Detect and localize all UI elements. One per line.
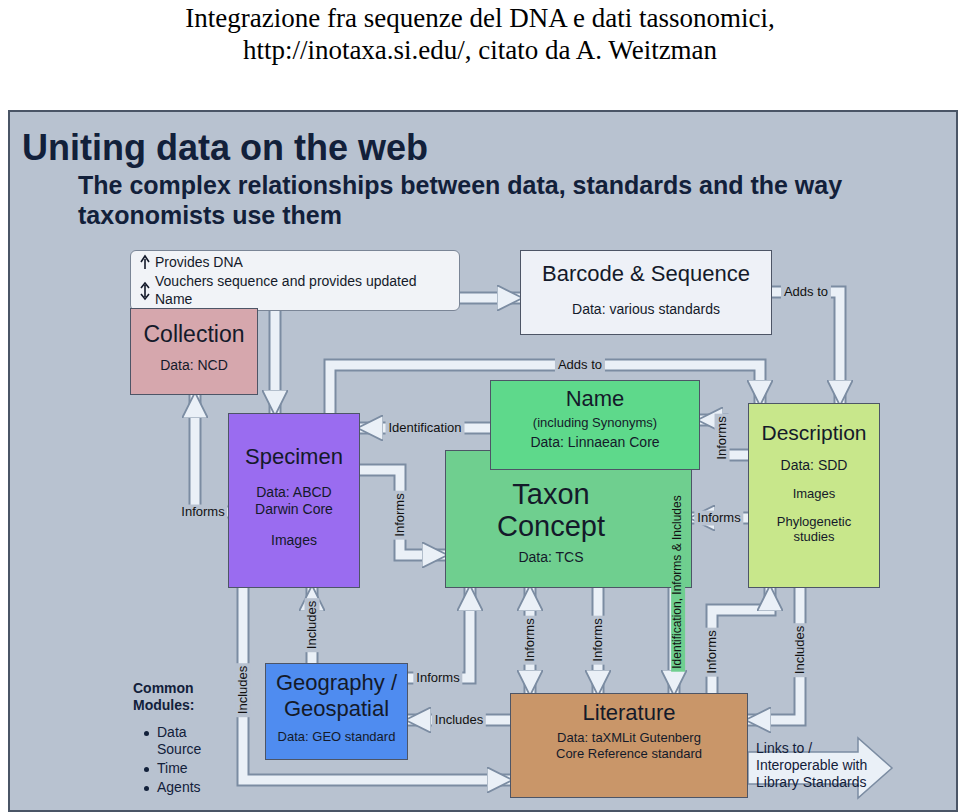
box-heading: Geography / Geospatial <box>271 670 402 723</box>
legend-text: Provides DNA <box>155 254 243 272</box>
edge-label: Informs <box>694 511 743 526</box>
edge-label: Informs <box>413 671 462 686</box>
description-box: DescriptionData: SDD ImagesPhylogenetic s… <box>748 403 880 588</box>
connector-outline <box>243 588 510 780</box>
connector-outline <box>692 512 748 525</box>
connector-body <box>408 588 470 678</box>
connector-outline <box>360 470 445 555</box>
connector-arrow <box>712 588 770 693</box>
box-detail: Data: Linnaean Core <box>530 434 659 451</box>
taxon-concept-box: Taxon ConceptData: TCS <box>445 450 692 588</box>
box-detail: (including Synonyms) <box>533 415 657 431</box>
module-item: Time <box>157 760 223 777</box>
connector-outline <box>275 298 520 413</box>
connector-outline <box>524 588 537 693</box>
link-note: Links to / Interoperable with Library St… <box>756 740 898 790</box>
edge-label: Informs <box>393 490 408 539</box>
edge-label: Informs <box>705 627 720 676</box>
edge-label: Adds to <box>781 285 831 300</box>
box-heading: Barcode & Sequence <box>542 261 750 287</box>
box-heading: Collection <box>144 321 245 349</box>
barcode-box: Barcode & SequenceData: various standard… <box>520 250 772 335</box>
geography-box: Geography / GeospatialData: GEO standard <box>265 663 408 760</box>
literature-box: LiteratureData: taXMLit Gutenberg Core R… <box>510 693 748 798</box>
arrow-glyph <box>141 256 149 269</box>
connector-arrow <box>243 588 510 780</box>
connector-outline <box>712 588 770 693</box>
connector-body <box>360 470 445 555</box>
legend-box: Provides DNAVouchers sequence and provid… <box>130 250 460 311</box>
module-heading: Common Modules: <box>133 680 213 714</box>
diagram-heading: Uniting data on the web <box>22 126 662 169</box>
box-detail: Data: SDD <box>781 457 848 474</box>
box-heading: Taxon Concept <box>456 479 646 543</box>
box-detail: Phylogenetic studies <box>762 514 866 545</box>
edge-label: Identification <box>386 421 465 436</box>
edge-label: Identification, Informs & Includes <box>671 492 685 671</box>
connector-outline <box>195 395 228 512</box>
box-detail: Data: TCS <box>518 549 583 566</box>
connector-outline <box>772 292 840 403</box>
connector-outline <box>408 588 470 678</box>
box-heading: Specimen <box>245 444 343 470</box>
legend-arrow-sample <box>139 253 151 273</box>
connector-outline <box>306 588 319 663</box>
connector-body <box>772 292 840 403</box>
connector-arrow <box>275 298 520 413</box>
edge-label: Informs <box>178 505 227 520</box>
edge-label: Includes <box>432 713 486 728</box>
edge-label: Includes <box>305 598 320 652</box>
legend-text: Vouchers sequence and provides updated N… <box>155 273 451 308</box>
bullet-dot <box>144 767 149 772</box>
bullet-dot <box>144 731 149 736</box>
edge-label: Informs <box>523 615 538 664</box>
edge-label: Informs <box>715 413 730 462</box>
connector-arrow <box>195 395 228 512</box>
box-detail: Data: NCD <box>160 357 228 374</box>
bullet-dot <box>144 786 149 791</box>
connector-outline <box>408 714 510 727</box>
box-heading: Name <box>566 386 625 412</box>
box-detail: Images <box>271 532 317 549</box>
legend-arrow-sample <box>139 281 151 301</box>
box-detail: Data: taXMLit Gutenberg Core Reference s… <box>554 730 704 761</box>
connector-body <box>243 588 510 780</box>
edge-label: Informs <box>591 615 606 664</box>
box-detail: Data: various standards <box>572 301 720 318</box>
connector-body <box>275 298 520 413</box>
connector-body <box>195 395 228 512</box>
arrow-glyph <box>141 283 149 299</box>
edge-label: Adds to <box>555 358 605 373</box>
connector-body <box>712 588 770 693</box>
connector-arrow <box>408 588 470 678</box>
box-detail: Images <box>793 486 836 502</box>
connector-outline <box>592 588 605 693</box>
module-item: Agents <box>157 779 223 796</box>
specimen-box: SpecimenData: ABCD Darwin CoreImages <box>228 413 360 588</box>
module-item: Data Source <box>157 724 223 758</box>
box-detail: Data: GEO standard <box>278 729 396 745</box>
page-header: Integrazione fra sequenze del DNA e dati… <box>0 0 960 108</box>
name-box: Name (including Synonyms) Data: Linnaean C… <box>490 380 700 470</box>
diagram-subtitle: The complex relationships between data, … <box>78 170 868 230</box>
legend-row: Provides DNA <box>139 253 451 273</box>
box-heading: Literature <box>583 700 676 726</box>
edge-label: Includes <box>236 663 251 717</box>
connector-arrow <box>360 470 445 555</box>
box-detail: Data: ABCD Darwin Core <box>242 484 346 518</box>
connector-arrow <box>772 292 840 403</box>
collection-box: CollectionData: NCD <box>130 308 258 395</box>
box-heading: Description <box>761 420 866 445</box>
page-title: Integrazione fra sequenze del DNA e dati… <box>120 2 840 67</box>
connector-outline <box>360 422 490 435</box>
edge-label: Includes <box>793 623 808 677</box>
legend-row: Vouchers sequence and provides updated N… <box>139 273 451 308</box>
